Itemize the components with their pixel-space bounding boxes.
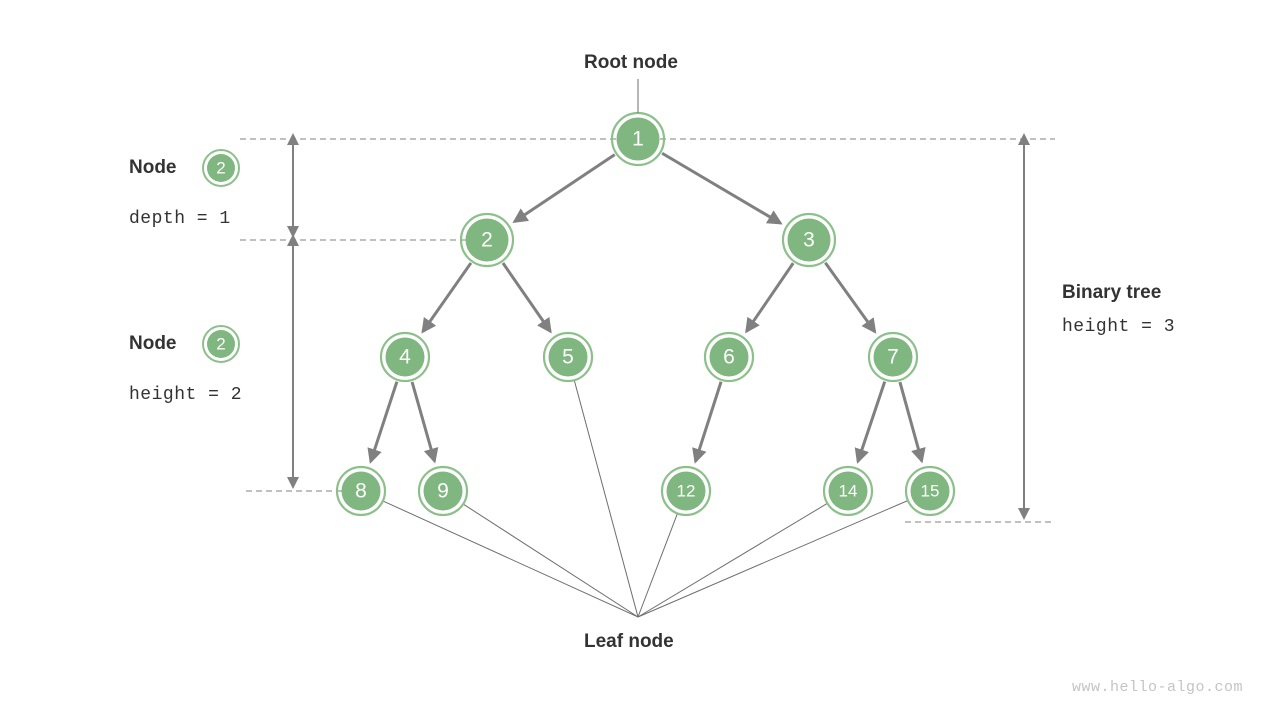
leaf-pointer-line-5 (573, 380, 639, 618)
tree-node-5[interactable]: 5 (542, 331, 594, 383)
depth-node-badge: 2 (202, 149, 240, 187)
node-depth-title: Node (129, 157, 177, 178)
tree-node-6[interactable]: 6 (703, 331, 755, 383)
tree-node-9[interactable]: 9 (417, 465, 469, 517)
binary-tree-title: Binary tree (1062, 282, 1162, 303)
depth-node-badge-label: 2 (216, 159, 225, 178)
tree-node-label-4: 4 (399, 346, 411, 369)
leaf-pointer-lines (382, 380, 909, 618)
height-node-badge-label: 2 (216, 335, 225, 354)
tree-edge-4-to-9 (410, 381, 439, 464)
tree-edge-1-to-3 (661, 151, 783, 225)
dashed-guide-lines (240, 138, 1055, 523)
tree-edge-1-to-2 (512, 153, 616, 223)
root-node-label: Root node (584, 52, 678, 73)
tree-node-label-6: 6 (723, 346, 735, 369)
tree-edge-6-to-12 (692, 381, 723, 464)
tree-node-label-8: 8 (355, 480, 367, 503)
tree-node-label-1: 1 (632, 128, 644, 151)
tree-node-label-14: 14 (839, 482, 858, 501)
tree-edge-2-to-5 (501, 262, 552, 334)
tree-node-15[interactable]: 15 (904, 465, 956, 517)
tree-node-2[interactable]: 2 (459, 212, 515, 268)
tree-edges (367, 151, 926, 464)
tree-edge-3-to-7 (824, 261, 877, 334)
node-depth-value: depth = 1 (129, 209, 231, 229)
watermark: www.hello-algo.com (1072, 679, 1244, 696)
tree-edge-2-to-4 (421, 262, 473, 334)
leaf-pointer-line-12 (637, 513, 678, 618)
height-node-badge: 2 (202, 325, 240, 363)
tree-node-label-2: 2 (481, 229, 493, 252)
leaf-pointer-line-15 (637, 500, 909, 618)
tree-node-label-5: 5 (562, 346, 574, 369)
tree-node-4[interactable]: 4 (379, 331, 431, 383)
tree-edge-7-to-15 (898, 381, 926, 464)
leaf-pointer-line-9 (462, 503, 639, 618)
node-height-value: height = 2 (129, 385, 243, 405)
tree-node-label-15: 15 (921, 482, 940, 501)
node-height-title: Node (129, 333, 177, 354)
tree-node-label-7: 7 (887, 346, 899, 369)
tree-node-label-12: 12 (677, 482, 696, 501)
leaf-pointer-line-8 (382, 500, 639, 618)
tree-edge-3-to-6 (745, 262, 795, 334)
tree-edge-7-to-14 (854, 381, 887, 464)
tree-node-14[interactable]: 14 (822, 465, 874, 517)
binary-tree-height-value: height = 3 (1062, 317, 1176, 337)
tree-node-7[interactable]: 7 (867, 331, 919, 383)
measure-arrows (287, 133, 1030, 520)
tree-node-3[interactable]: 3 (781, 212, 837, 268)
tree-node-1[interactable]: 1 (610, 111, 666, 167)
tree-node-label-9: 9 (437, 480, 449, 503)
tree-edge-4-to-8 (367, 381, 399, 464)
tree-node-label-3: 3 (803, 229, 815, 252)
tree-node-8[interactable]: 8 (335, 465, 387, 517)
leaf-node-label: Leaf node (584, 631, 674, 652)
leaf-pointer-line-14 (637, 502, 828, 618)
tree-node-12[interactable]: 12 (660, 465, 712, 517)
inline-node-badges: 22 (202, 149, 240, 363)
